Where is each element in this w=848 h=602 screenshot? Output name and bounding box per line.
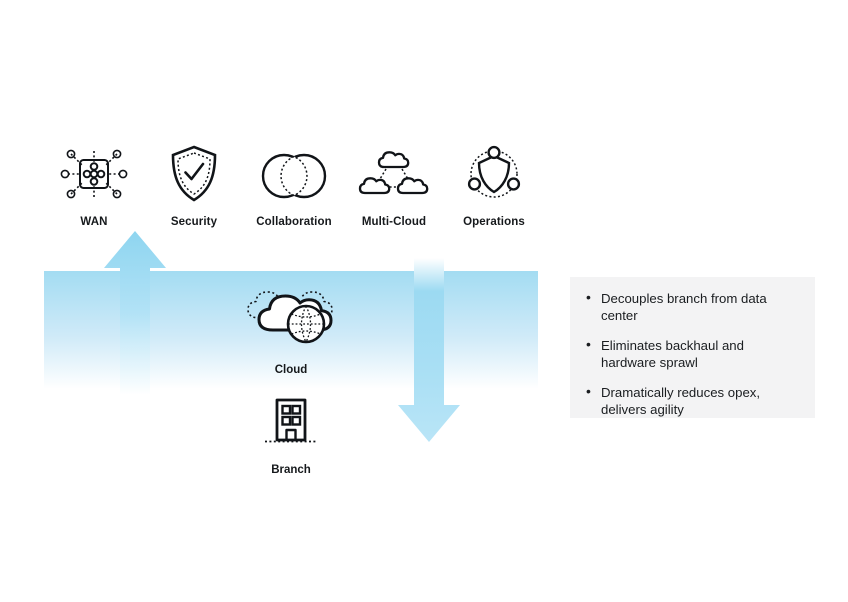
pillar-security[interactable]: Security (144, 143, 244, 228)
benefit-item: Eliminates backhaul and hardware sprawl (584, 336, 799, 371)
three-clouds-icon (350, 143, 438, 205)
globe-icon (286, 304, 326, 344)
office-building-icon (259, 392, 323, 455)
benefit-item: Decouples branch from data center (584, 289, 799, 324)
wan-mesh-icon (58, 143, 130, 205)
pillar-operations[interactable]: Operations (444, 143, 544, 228)
benefits-panel: Decouples branch from data center Elimin… (570, 277, 815, 418)
pillar-collaboration[interactable]: Collaboration (244, 143, 344, 228)
cloud-label: Cloud (274, 364, 308, 376)
pillar-label: Multi-Cloud (361, 216, 427, 228)
benefits-list: Decouples branch from data center Elimin… (584, 289, 799, 418)
pillar-wan[interactable]: WAN (44, 143, 144, 228)
pillar-label: Operations (463, 216, 525, 228)
pillar-label: Security (170, 216, 218, 228)
shield-check-icon (167, 143, 221, 205)
cloud-node[interactable]: Cloud (216, 282, 366, 376)
benefit-item: Dramatically reduces opex, delivers agil… (584, 383, 799, 418)
branch-node[interactable]: Branch (246, 392, 336, 476)
pillar-icon-row: WAN Security Collabora (44, 132, 544, 228)
branch-label: Branch (271, 464, 311, 476)
pillar-label: Collaboration (256, 216, 332, 228)
shield-nodes-icon (464, 143, 524, 205)
overlapping-circles-icon (260, 143, 328, 205)
pillar-label: WAN (80, 216, 108, 228)
arrow-down-icon (398, 258, 460, 442)
pillar-multi-cloud[interactable]: Multi-Cloud (344, 143, 444, 228)
cloud-globe-icon (216, 282, 366, 355)
arrow-up-icon (104, 231, 166, 395)
